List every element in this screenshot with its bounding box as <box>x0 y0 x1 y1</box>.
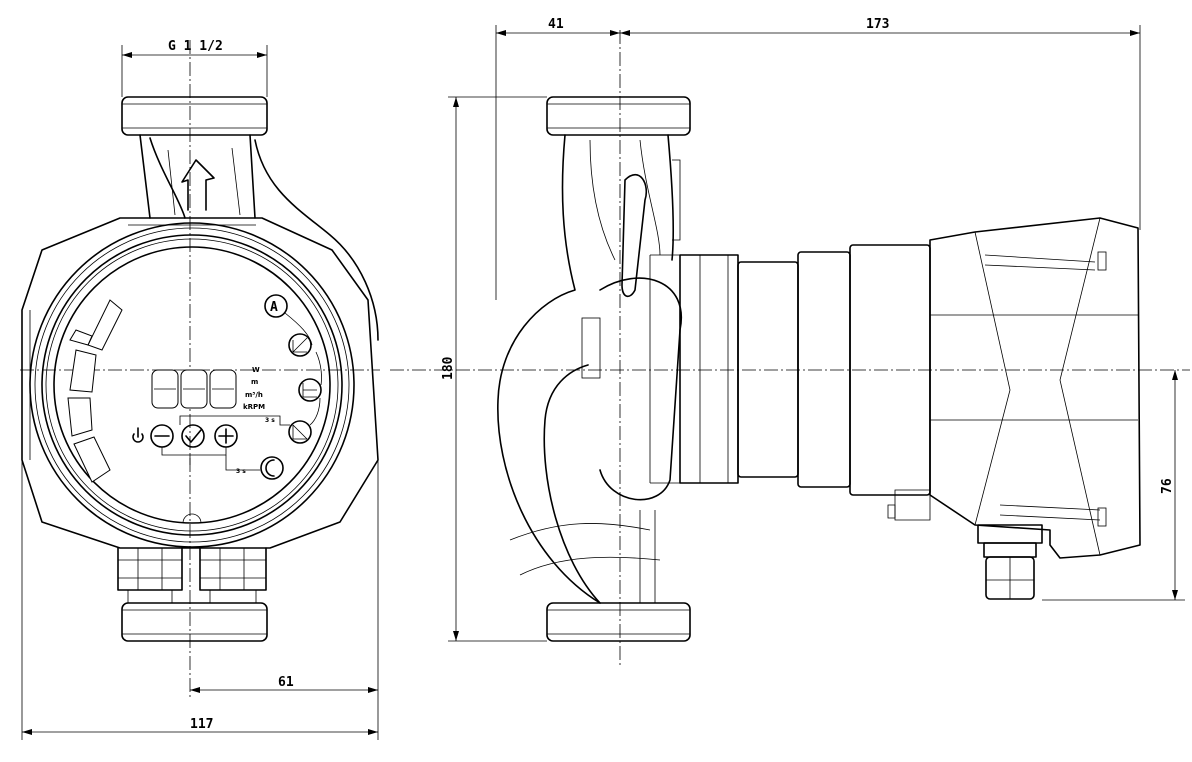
night-mode-button[interactable] <box>260 456 284 480</box>
flow-arrow <box>181 159 215 211</box>
unit-m3h: m³/h <box>245 391 263 399</box>
display-outer-ring <box>29 222 355 548</box>
dim-width-total: 117 <box>21 460 379 740</box>
constant-pressure-icon <box>298 378 322 402</box>
proportional-pressure-icon <box>288 333 312 357</box>
side-cable-gland <box>977 524 1043 600</box>
front-view: W m m³/h kRPM A 3 s 3 s <box>20 39 380 740</box>
motor-collar <box>679 254 739 484</box>
side-top-flange <box>546 96 691 136</box>
side-bottom-flange <box>546 602 691 642</box>
power-icon <box>132 427 144 443</box>
dim-axis-height: 76 <box>1042 370 1185 601</box>
front-bottom-flange <box>121 602 268 642</box>
side-view: 41 173 180 76 <box>390 17 1190 665</box>
check-icon <box>185 429 202 443</box>
hold-label-1: 3 s <box>265 417 275 424</box>
front-housing <box>21 217 379 549</box>
mode-a-button[interactable] <box>264 294 288 318</box>
cable-glands <box>117 547 267 603</box>
dim-width-half: 61 <box>190 460 379 700</box>
dim-axis-height-label: 76 <box>1160 478 1175 494</box>
front-top-flange <box>121 96 268 136</box>
moon-icon <box>265 459 275 477</box>
motor-can <box>737 261 799 478</box>
mode-a-label: A <box>270 300 278 315</box>
dim-height: 180 <box>441 96 547 642</box>
unit-m: m <box>251 378 258 386</box>
unit-w: W <box>252 366 260 374</box>
electronics-head <box>929 217 1141 559</box>
hold-label-2: 3 s <box>236 468 246 475</box>
confirm-button[interactable] <box>181 424 205 448</box>
dim-depth-label: 173 <box>866 17 889 32</box>
dim-depth: 41 173 <box>495 17 1141 300</box>
unit-krpm: kRPM <box>243 403 265 411</box>
dim-height-label: 180 <box>441 356 456 380</box>
bar-graph <box>67 299 123 483</box>
constant-curve-icon <box>288 420 312 444</box>
dim-thread-label: G 1 1/2 <box>168 39 223 54</box>
dim-inlet-offset-label: 41 <box>548 17 564 32</box>
dim-thread: G 1 1/2 <box>121 39 268 97</box>
plus-icon <box>218 428 234 444</box>
seven-segment-display <box>151 369 237 409</box>
dim-width-half-label: 61 <box>278 675 294 690</box>
display-inner-ring <box>53 246 331 524</box>
volute-outer <box>497 134 601 604</box>
dim-width-total-label: 117 <box>190 717 213 732</box>
